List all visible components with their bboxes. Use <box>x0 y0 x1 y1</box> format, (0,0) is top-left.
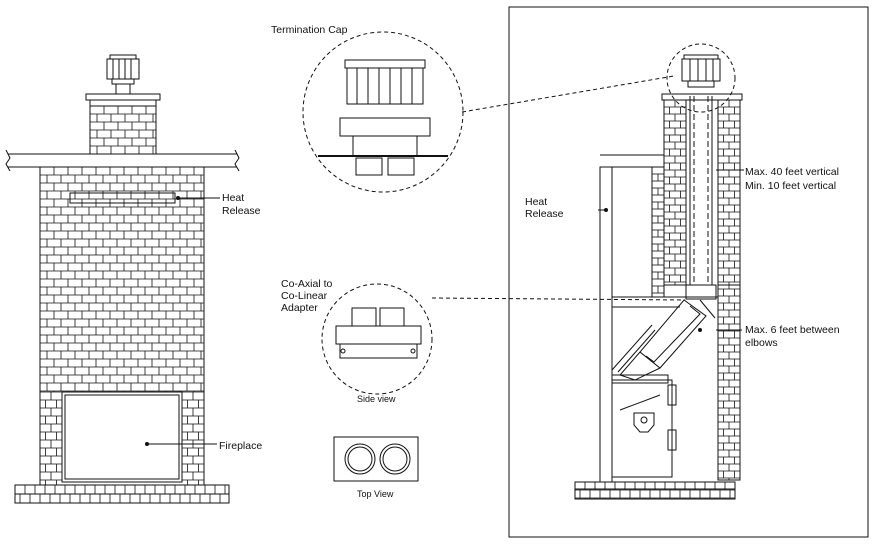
crown <box>85 93 161 101</box>
heat-release-right-label-line1: Heat <box>525 196 547 208</box>
termination-cap-detail <box>302 31 464 193</box>
adapter-side-view <box>321 283 433 395</box>
adapter-label-line1: Co-Axial to <box>281 278 333 290</box>
termination-cap-label: Termination Cap <box>271 24 348 36</box>
fireplace-label: Fireplace <box>219 440 262 452</box>
top-view-label: Top View <box>357 489 394 499</box>
fireplace-dot <box>145 442 149 446</box>
front-termination-cap <box>106 54 140 95</box>
vent-pipe <box>689 96 713 285</box>
elbow-pipe <box>619 299 716 381</box>
heat-release-right-label-line2: Release <box>525 208 564 220</box>
adapter-top-view <box>333 436 419 482</box>
section-view-chimney <box>574 43 743 500</box>
heat-release-slot <box>69 192 176 204</box>
cap-leader-line <box>461 75 675 113</box>
section-view-frame <box>508 6 869 538</box>
max-between-label-line1: Max. 6 feet between <box>745 324 840 336</box>
adapter-label-line3: Adapter <box>281 302 318 314</box>
side-view-label: Side view <box>357 394 396 404</box>
brick-pattern <box>15 100 740 504</box>
fireplace-unit <box>611 374 677 478</box>
fireplace-opening <box>61 391 183 483</box>
heat-release-label-line1: Heat <box>222 192 244 204</box>
adapter-leader-line <box>431 297 686 301</box>
heat-release-label-line2: Release <box>222 205 261 217</box>
min-vertical-label: Min. 10 feet vertical <box>745 180 836 192</box>
heat-release-dot <box>176 196 180 200</box>
adapter-label-line2: Co-Linear <box>281 290 328 302</box>
max-between-label-line2: elbows <box>745 337 778 349</box>
max-vertical-label: Max. 40 feet vertical <box>745 166 839 178</box>
